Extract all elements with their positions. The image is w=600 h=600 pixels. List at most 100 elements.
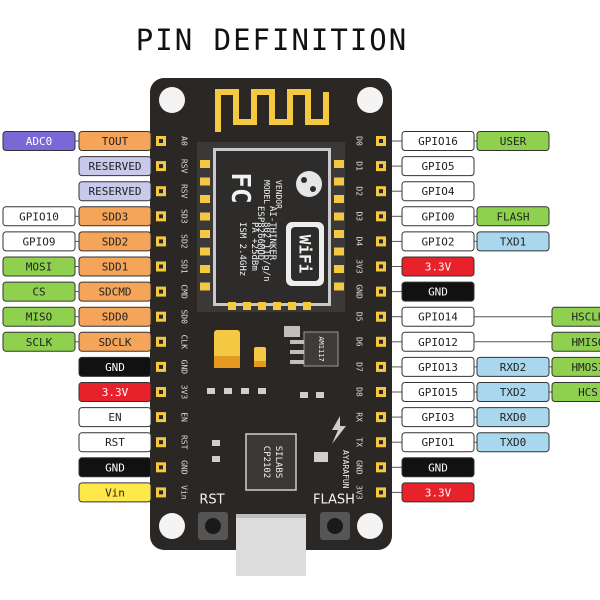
- vendor-logo-icon: [296, 171, 322, 197]
- fcc-logo: FC: [225, 172, 255, 203]
- pin-label-text: HSCLK: [571, 311, 600, 324]
- pin-label-3-3v: [401, 256, 475, 277]
- esp8266-module: FC MODEL VENDOR ESP8266MOD AI-THINKER IS…: [197, 142, 345, 312]
- spec-protocol: 802.11b/g/n: [261, 222, 271, 282]
- pin-label-text: RST: [105, 436, 125, 449]
- brand-label: AYARAFUN: [341, 450, 350, 489]
- pin-name-right: GND: [355, 460, 364, 475]
- pin-label-hmosi: [551, 356, 600, 377]
- pin-name-left: SD0: [180, 309, 189, 324]
- module-pad: [273, 302, 281, 310]
- pin-label-user: [476, 131, 550, 151]
- pin-label-text: Vin: [105, 486, 125, 499]
- pin-name-left: GND: [180, 360, 189, 375]
- pin-label-gpio9: [2, 231, 76, 252]
- module-pad: [228, 302, 236, 310]
- module-pad: [334, 177, 344, 186]
- pin-label-reserved: [78, 181, 152, 202]
- pin-label-txd0: [476, 432, 550, 453]
- pin-label-text: GND: [105, 461, 125, 474]
- pin-name-left: EN: [180, 412, 189, 422]
- pin-label-text: SDD2: [102, 235, 129, 248]
- module-pad: [200, 282, 210, 291]
- mount-hole-bottom-left: [159, 513, 185, 539]
- pin-name-right: D8: [355, 387, 364, 397]
- mount-hole-top-right: [357, 87, 383, 113]
- pin-name-left: RSV: [180, 159, 189, 174]
- pin-label-hcs: [551, 382, 600, 402]
- pin-label-text: 3.3V: [102, 386, 129, 399]
- pin-name-right: 3V3: [355, 259, 364, 274]
- module-pad: [303, 302, 311, 310]
- regulator-label: AM1117: [317, 336, 325, 361]
- pin-label-text: GPIO12: [418, 336, 458, 349]
- flash-button[interactable]: [320, 512, 350, 540]
- pin-name-left: CLK: [180, 335, 189, 350]
- pin-name-left: SD2: [180, 234, 189, 249]
- mount-hole-bottom-right: [357, 513, 383, 539]
- pin-label-text: GPIO15: [418, 386, 458, 399]
- pin-name-right: D2: [355, 186, 364, 196]
- module-pad: [200, 160, 210, 168]
- voltage-regulator: AM1117: [284, 326, 339, 367]
- pin-label-text: MISO: [26, 311, 53, 324]
- pin-label-text: FLASH: [496, 210, 529, 223]
- pin-label-text: GPIO1: [421, 436, 454, 449]
- pin-name-left: A0: [180, 136, 189, 146]
- pin-label-gpio4: [401, 181, 475, 202]
- pin-label-text: TOUT: [102, 135, 129, 148]
- pin-label-text: HCS: [578, 386, 598, 399]
- pin-label-text: SDD0: [102, 311, 129, 324]
- wifi-logo-text: WiFi: [296, 235, 315, 274]
- pin-label-text: SDCLK: [98, 336, 131, 349]
- module-pad: [334, 247, 344, 256]
- pin-label-text: TXD2: [500, 386, 527, 399]
- chip-vendor: SILABS: [273, 446, 283, 479]
- pin-label-text: GPIO3: [421, 411, 454, 424]
- pin-label-text: GPIO9: [22, 235, 55, 248]
- pin-label-text: GND: [428, 461, 448, 474]
- spec-band: ISM 2.4GHz: [237, 222, 247, 276]
- pin-label-gnd: [78, 356, 152, 377]
- rst-button[interactable]: [198, 512, 228, 540]
- usb-port[interactable]: [236, 514, 306, 576]
- pin-name-left: RST: [180, 435, 189, 450]
- pin-label-text: RXD0: [500, 411, 527, 424]
- pin-label-mosi: [2, 256, 76, 277]
- pin-name-right: TX: [355, 437, 364, 447]
- pin-label-text: GPIO14: [418, 311, 458, 324]
- module-pad: [334, 160, 344, 168]
- pin-name-right: D3: [355, 211, 364, 221]
- page-title: PIN DEFINITION: [136, 23, 408, 57]
- pin-label-rxd0: [476, 407, 550, 428]
- pin-label-gpio10: [2, 206, 76, 227]
- pin-label-text: GPIO16: [418, 135, 458, 148]
- pin-name-right: GND: [355, 284, 364, 299]
- pin-name-left: SD3: [180, 209, 189, 224]
- pin-label-en: [78, 407, 152, 428]
- left-pin-labels: TOUTADC0RESERVEDRESERVEDSDD3GPIO10SDD2GP…: [2, 131, 152, 503]
- pin-name-right: D1: [355, 161, 364, 171]
- pin-name-left: GND: [180, 460, 189, 475]
- vendor-label: VENDOR: [274, 180, 283, 209]
- pin-label-text: CS: [32, 286, 45, 299]
- pin-label-miso: [2, 306, 76, 327]
- module-pad: [334, 230, 344, 238]
- module-pad: [200, 247, 210, 256]
- pin-name-right: D6: [355, 337, 364, 347]
- spec-power: PA +25dBm: [249, 222, 259, 271]
- pin-label-text: GND: [105, 361, 125, 374]
- chip-model: CP2102: [261, 446, 271, 479]
- pin-label-text: GPIO4: [421, 185, 454, 198]
- pin-label-text: HMISO: [571, 336, 600, 349]
- pin-name-right: D7: [355, 362, 364, 372]
- pin-name-right: 3V3: [355, 485, 364, 500]
- module-pad: [288, 302, 296, 310]
- capacitor-small: [254, 347, 266, 367]
- pin-label-text: 3.3V: [425, 261, 452, 274]
- pin-label-text: SCLK: [26, 336, 53, 349]
- pin-name-right: D0: [355, 136, 364, 146]
- pin-name-left: Vin: [180, 485, 189, 500]
